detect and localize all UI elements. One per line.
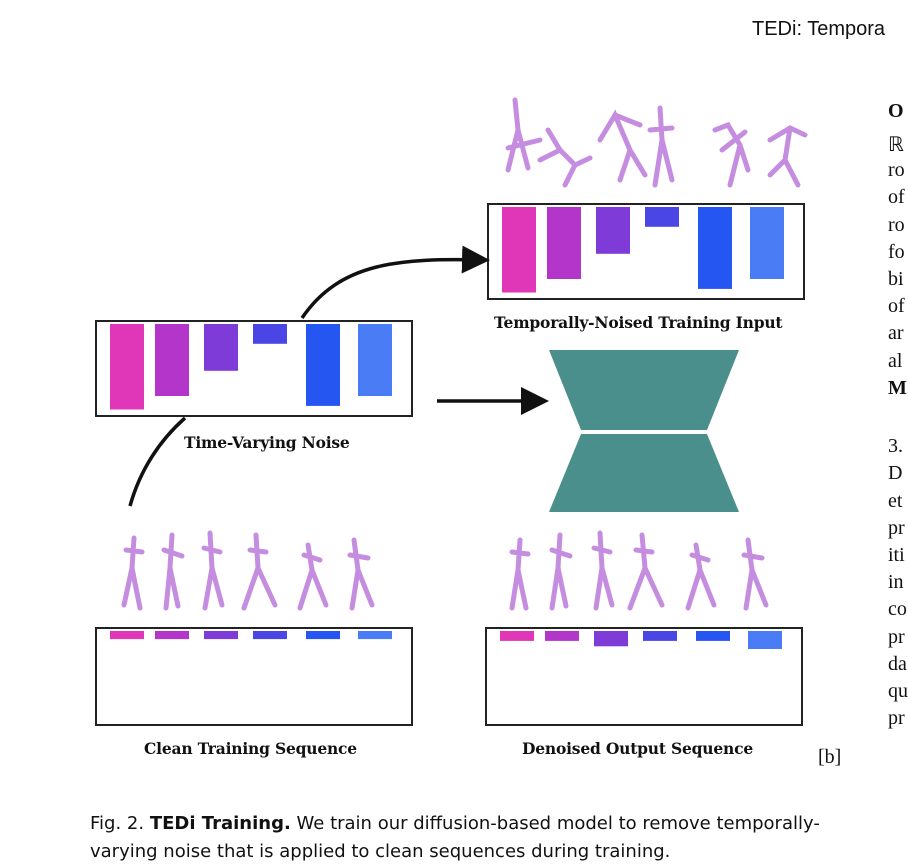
noise-bar [643,631,677,641]
figure-caption: Fig. 2. TEDi Training. We train our diff… [90,810,830,866]
clean-bars [110,631,392,640]
noise-bar [204,324,238,371]
right-column-line: co [888,598,907,621]
noise-bar [204,631,238,640]
noise-bar [696,631,730,641]
right-column-line: M [888,376,907,399]
noise-bar [547,207,581,279]
right-column-line: in [888,571,904,594]
right-column-line: D [888,462,903,485]
right-column-line: ℝ [888,134,904,156]
right-column-line: ro [888,159,905,182]
noise-bar [502,207,536,293]
clean-poses [121,530,375,611]
noise-bar [594,631,628,647]
denoised-poses [509,530,769,611]
arrow-to-noised-input [300,245,490,319]
time-varying-bars [110,324,392,410]
right-column-line: of [888,186,905,209]
label-time-varying-noise: Time-Varying Noise [184,433,350,452]
noise-bar [545,631,579,641]
noise-bar [306,631,340,640]
right-column-line: O [888,100,904,122]
denoised-output-box [485,627,803,726]
right-column-line: ar [888,322,904,345]
right-column-line: of [888,295,905,318]
right-column-line: fo [888,240,905,263]
reference-marker: [b] [818,746,842,768]
clean-sequence-box [95,627,413,726]
denoising-network [549,350,739,512]
right-column-line: et [888,489,903,512]
caption-prefix: Fig. 2. [90,813,145,834]
noise-bar [748,631,782,649]
running-header: TEDi: Tempora [752,18,886,40]
noise-bar [306,324,340,406]
noise-bar [358,324,392,396]
noise-bar [110,631,144,640]
noise-bar [698,207,732,289]
right-column-line: iti [888,544,905,566]
noise-bar [253,631,287,640]
noise-bar [155,324,189,396]
noise-bar [500,631,534,641]
right-column-line: pr [888,707,905,730]
noise-bar [155,631,189,640]
right-column-line: pr [888,516,905,539]
right-column-line: al [888,349,903,372]
right-column-line: 3. [888,435,903,458]
label-denoised-sequence: Denoised Output Sequence [522,739,754,758]
caption-text: We train our diffusion-based model to re… [90,813,820,862]
noise-bar [253,324,287,344]
noise-bar [358,631,392,640]
noise-bar [645,207,679,227]
right-column-line: qu [888,680,908,702]
right-column-line: da [888,652,907,675]
temporally-noised-bars [502,207,784,293]
noise-bar [110,324,144,410]
label-clean-sequence: Clean Training Sequence [144,739,357,758]
denoised-bars [500,631,782,649]
noise-bar [750,207,784,279]
noisy-poses [505,97,808,188]
right-column-line: pr [888,625,905,648]
label-temporally-noised: Temporally-Noised Training Input [494,313,783,332]
right-column-line: ro [888,213,905,236]
caption-title: TEDi Training. [149,813,291,834]
curve-from-clean [128,416,187,507]
noise-bar [596,207,630,254]
right-column-line: bi [888,268,904,290]
